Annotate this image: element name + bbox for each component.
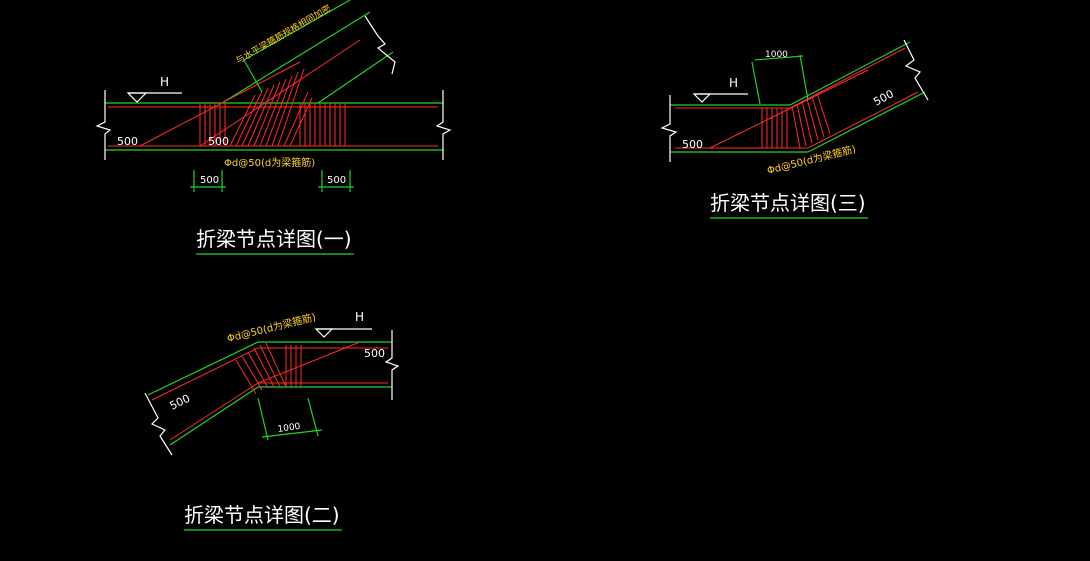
- diagram-title-1: 折梁节点详图(一): [196, 227, 352, 251]
- level-mark-icon-3: [692, 93, 712, 103]
- break-line-right: [435, 90, 452, 160]
- break-line-slope-2: [144, 392, 173, 456]
- break-line-left-3: [660, 95, 678, 162]
- dim-mid-label: 500: [208, 135, 229, 148]
- stirrups-3: [761, 92, 831, 149]
- break-line-left: [95, 90, 112, 160]
- stirrup-note: Φd@50(d为梁箍筋): [224, 156, 315, 169]
- stirrup-note-3: Φd@50(d为梁箍筋): [766, 142, 858, 177]
- level-mark-icon: [126, 92, 148, 103]
- level-label-2: H: [355, 310, 364, 324]
- level-mark-icon-2: [314, 328, 334, 338]
- bottom-dim-right: 500: [327, 175, 346, 186]
- break-line-slope-3: [903, 39, 929, 101]
- break-line-slope: [364, 15, 396, 75]
- diagram-2: H Φd@50(d为梁箍筋) 500 500 1000 折梁节点详图(二): [144, 310, 400, 531]
- bottom-dim-left: 500: [200, 175, 219, 186]
- dim-top-label-3: 1000: [765, 50, 788, 60]
- stirrups-1: [199, 68, 346, 147]
- dim-bottom-label-2: 1000: [277, 422, 301, 435]
- stirrup-note-2: Φd@50(d为梁箍筋): [226, 310, 318, 345]
- diagram-title-2: 折梁节点详图(二): [184, 503, 340, 527]
- stirrups-2: [235, 342, 302, 395]
- diagram-1: H 500 500 Φd@50(d为梁箍筋) 与水平梁箍筋规格相同加密 500 …: [95, 0, 452, 255]
- dim-right-label-2: 500: [364, 347, 385, 360]
- dim-left-label: 500: [117, 135, 138, 148]
- diagram-3: 1000 H 500 500 Φd@50(d为梁箍筋) 折梁节点详图(三): [660, 39, 929, 219]
- top-note: 与水平梁箍筋规格相同加密: [234, 2, 334, 66]
- dim-slope-label-2: 500: [168, 392, 193, 413]
- level-label: H: [160, 75, 169, 89]
- level-label-3: H: [729, 76, 738, 90]
- diagram-title-3: 折梁节点详图(三): [710, 191, 866, 215]
- dim-left-label-3: 500: [682, 138, 703, 151]
- break-line-right-2: [384, 330, 400, 400]
